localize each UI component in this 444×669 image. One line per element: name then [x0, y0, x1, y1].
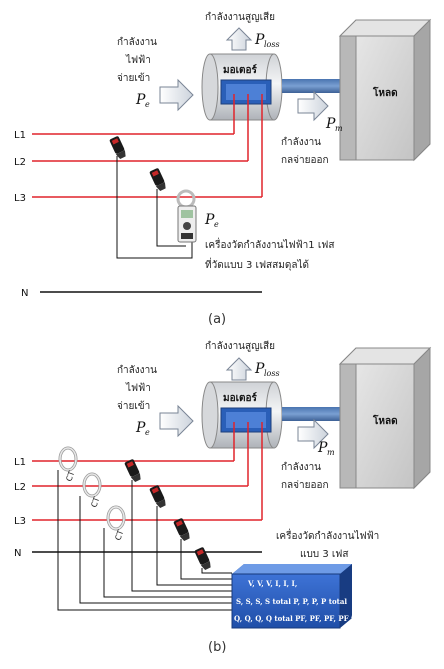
line-label-l3: L3	[14, 193, 26, 204]
meter-desc-2: ที่วัดแบบ 3 เฟสสมดุลได้	[205, 257, 309, 271]
motor-label: มอเตอร์	[223, 64, 258, 76]
input-label-2: ไฟฟ้า	[125, 54, 151, 66]
ct-ring-l2	[82, 472, 102, 498]
motor: มอเตอร์	[201, 53, 283, 121]
meter-readout-row-1: V, V, V, I, I, I,	[247, 579, 297, 588]
line-label-l1: L1	[14, 130, 26, 141]
motor-label: มอเตอร์	[223, 392, 258, 404]
voltage-probe-n	[194, 546, 213, 571]
input-label-1: กำลังงาน	[117, 37, 157, 48]
loss-arrow	[225, 27, 253, 51]
line-label-l2: L2	[14, 157, 26, 168]
input-label-3: จ่ายเข้า	[117, 72, 150, 84]
voltage-probe-l1	[124, 458, 143, 483]
loss-symbol: P	[254, 32, 265, 48]
voltage-probe-l3	[173, 517, 192, 542]
loss-arrow	[225, 357, 253, 381]
ct-ring-l1	[58, 446, 78, 472]
input-subscript: e	[145, 428, 150, 437]
diagram-b: กำลังงานสูญเสีย P loss กำลังงาน ไฟฟ้า จ่…	[14, 340, 432, 655]
loss-label: กำลังงานสูญเสีย	[205, 11, 275, 23]
input-symbol: P	[135, 92, 146, 108]
clamp-probe-l1	[109, 135, 128, 160]
motor-shaft	[282, 407, 347, 421]
loss-label: กำลังงานสูญเสีย	[205, 340, 275, 352]
input-symbol: P	[135, 420, 146, 436]
input-subscript: e	[145, 100, 150, 109]
meter-subscript: e	[214, 220, 219, 229]
single-phase-meter	[176, 189, 197, 243]
line-label-n: N	[14, 548, 21, 559]
caption-a: (a)	[208, 312, 226, 327]
ct-ring-l3	[106, 505, 126, 531]
caption-b: (b)	[208, 640, 226, 655]
input-label-2: ไฟฟ้า	[125, 382, 151, 394]
clamp-probe-l2	[149, 167, 168, 192]
input-arrow	[159, 78, 194, 112]
output-symbol: P	[325, 116, 336, 132]
ct-label-l1: CT	[64, 470, 76, 483]
load-label: โหลด	[372, 86, 398, 99]
output-label-2: กลจ่ายออก	[281, 155, 329, 166]
ct-label-l3: CT	[113, 529, 125, 542]
meter-symbol: P	[204, 212, 215, 228]
motor: มอเตอร์	[201, 381, 283, 449]
loss-symbol: P	[254, 361, 265, 377]
line-label-n: N	[21, 288, 28, 299]
loss-subscript: loss	[264, 369, 280, 378]
loss-subscript: loss	[264, 40, 280, 49]
meter-desc-1: เครื่องวัดกำลังงานไฟฟ้า1 เฟส	[205, 237, 334, 251]
load-box: โหลด	[338, 346, 432, 490]
output-label-2: กลจ่ายออก	[281, 480, 329, 491]
meter-readout-row-2: S, S, S, S total P, P, P, P total	[236, 597, 347, 606]
meter-readout-row-3: Q, Q, Q, Q total PF, PF, PF, PF total	[234, 614, 370, 623]
input-arrow	[159, 404, 194, 438]
line-label-l2: L2	[14, 482, 26, 493]
meter-desc-2: แบบ 3 เฟส	[300, 549, 348, 560]
line-label-l3: L3	[14, 516, 26, 527]
input-label-1: กำลังงาน	[117, 365, 157, 376]
load-box: โหลด	[338, 18, 432, 162]
output-label-1: กำลังงาน	[281, 137, 321, 148]
output-subscript: m	[327, 448, 335, 457]
three-phase-meter: V, V, V, I, I, I, S, S, S, S total P, P,…	[231, 564, 370, 629]
meter-desc-1: เครื่องวัดกำลังงานไฟฟ้า	[276, 528, 379, 542]
output-symbol: P	[317, 440, 328, 456]
line-label-l1: L1	[14, 457, 26, 468]
output-arrow	[297, 418, 329, 450]
output-label-1: กำลังงาน	[281, 462, 321, 473]
motor-shaft	[282, 79, 347, 93]
output-subscript: m	[335, 124, 343, 133]
diagram-a: กำลังงานสูญเสีย P loss กำลังงาน ไฟฟ้า จ่…	[14, 11, 432, 327]
ct-label-l2: CT	[89, 496, 101, 509]
input-label-3: จ่ายเข้า	[117, 400, 150, 412]
output-arrow	[297, 90, 329, 122]
load-label: โหลด	[372, 414, 398, 427]
voltage-probe-l2	[149, 484, 168, 509]
